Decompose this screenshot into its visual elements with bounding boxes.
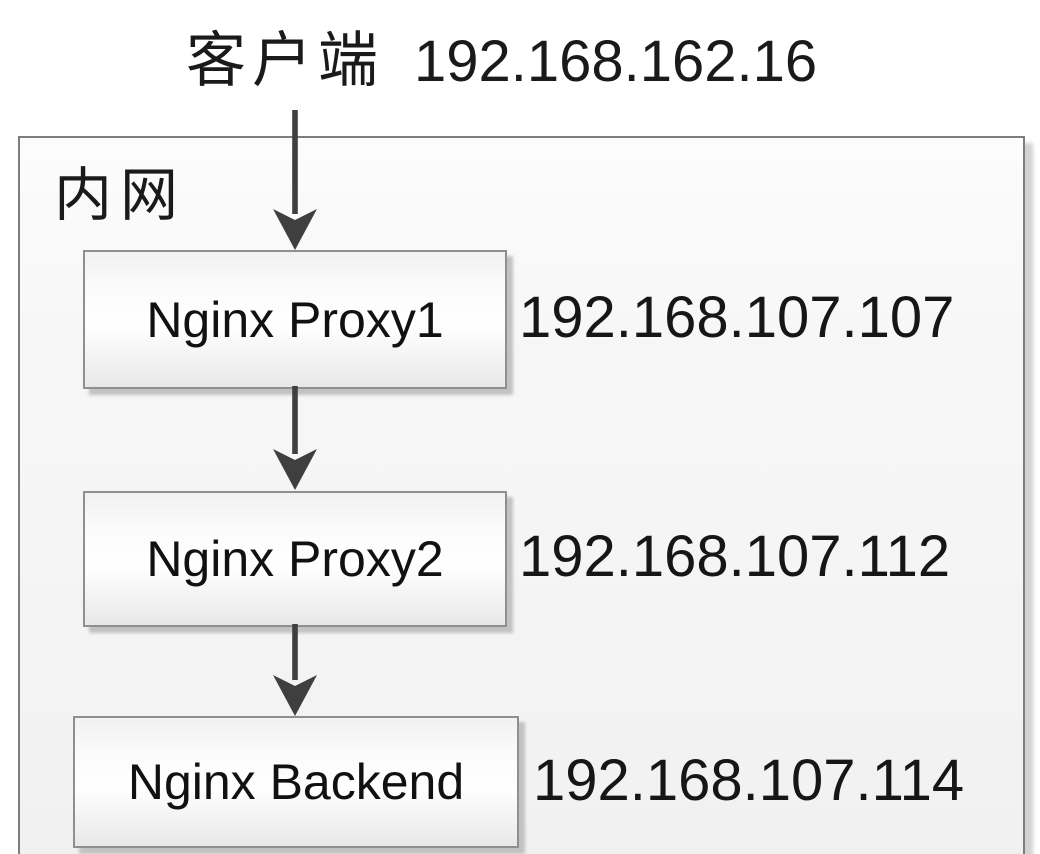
node-ip: 192.168.107.107 — [519, 285, 955, 350]
arrow-shaft — [292, 110, 298, 214]
client-ip: 192.168.162.16 — [414, 29, 818, 94]
arrow-head — [273, 675, 317, 716]
arrow-shaft — [292, 624, 298, 680]
node-ip: 192.168.107.114 — [533, 748, 965, 813]
arrow-head — [273, 209, 317, 250]
arrow-shaft — [292, 386, 298, 454]
node-label: Nginx Backend — [127, 754, 465, 810]
node-box-nginx-proxy1: Nginx Proxy1 — [83, 250, 507, 389]
node-label: Nginx Proxy1 — [146, 291, 444, 348]
arrow-down-icon — [273, 624, 317, 716]
arrow-head — [273, 449, 317, 490]
arrow-down-icon — [273, 110, 317, 250]
arrow-down-icon — [273, 386, 317, 490]
node-box-nginx-backend: Nginx Backend — [73, 716, 519, 848]
node-label: Nginx Proxy2 — [146, 531, 444, 587]
intranet-label: 内网 — [54, 161, 187, 229]
node-box-nginx-proxy2: Nginx Proxy2 — [83, 491, 507, 627]
client-label: 客户端 — [186, 26, 384, 96]
node-ip: 192.168.107.112 — [519, 524, 951, 589]
client-node: 客户端 192.168.162.16 — [186, 22, 817, 101]
